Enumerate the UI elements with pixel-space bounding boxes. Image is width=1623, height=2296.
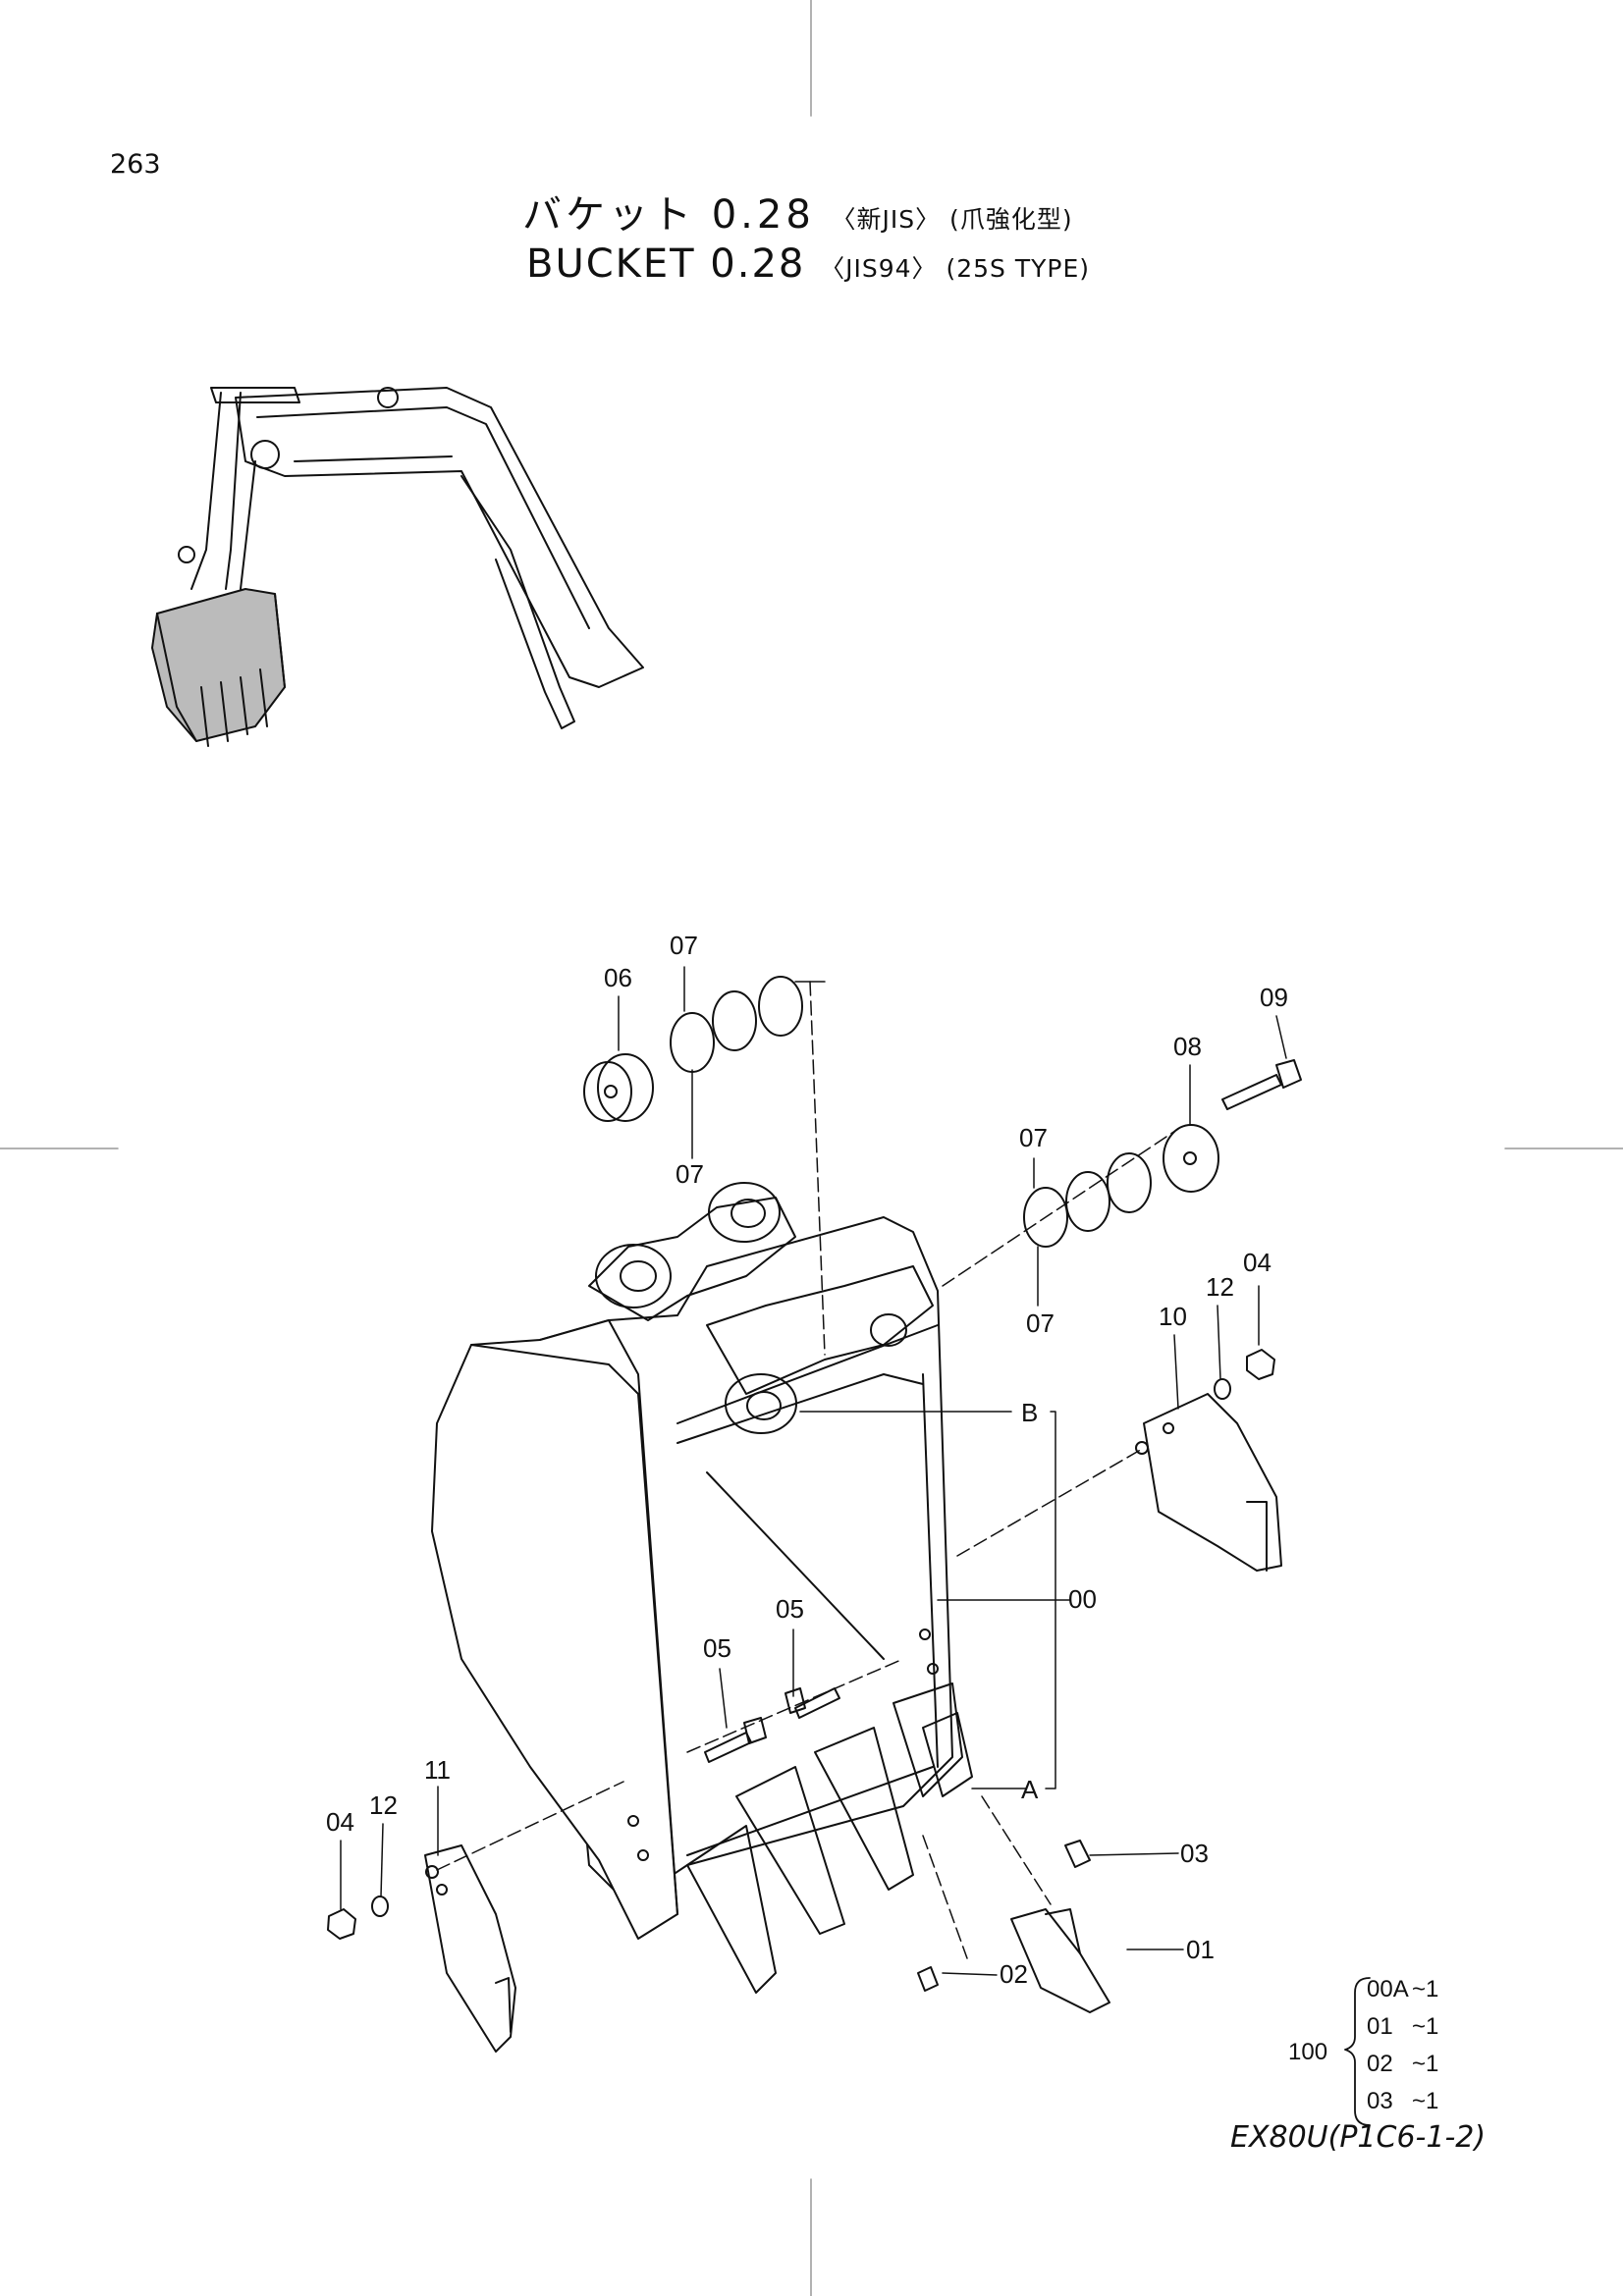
- part-01-tooth: [1010, 1908, 1110, 2013]
- document-code: EX80U(P1C6-1-2): [1230, 2120, 1487, 2155]
- part-05-bolt-left: [704, 1717, 767, 1763]
- callout-08: 08: [1173, 1032, 1202, 1061]
- quantity-item: 02: [1367, 2051, 1393, 2077]
- title-en-sub: 〈JIS94〉 (25S TYPE): [820, 254, 1091, 283]
- quantity-row: 03 ~1: [1367, 2088, 1438, 2114]
- title-japanese: バケット 0.28 〈新JIS〉 (爪強化型): [522, 183, 1073, 240]
- quantity-table: 100 00A ~1 01 ~1 02 ~1 03 ~1: [1288, 1976, 1438, 2114]
- callout-03: 03: [1180, 1839, 1209, 1868]
- callout-labels: 00 01 02 03 04 04 05 05 06 07 07 07 07 0…: [326, 931, 1288, 1989]
- callout-04-right: 04: [1243, 1248, 1271, 1277]
- part-07-shims-left: [670, 976, 803, 1073]
- callout-B: B: [1021, 1398, 1038, 1427]
- quantity-value: ~1: [1412, 2051, 1438, 2077]
- callout-11: 11: [424, 1755, 451, 1785]
- callout-04-left: 04: [326, 1807, 354, 1837]
- quantity-item: 01: [1367, 2013, 1393, 2040]
- callout-12-right: 12: [1206, 1272, 1234, 1302]
- part-09-bolt: [1221, 1059, 1302, 1110]
- callout-07-upper-right: 07: [1019, 1123, 1048, 1152]
- part-11-side-cutter: [424, 1844, 516, 2053]
- part-12-washer-left: [371, 1896, 389, 1917]
- part-10-side-cutter: [1135, 1393, 1282, 1572]
- title-en-main: BUCKET 0.28: [526, 241, 806, 287]
- part-08-plate: [1163, 1124, 1219, 1193]
- callout-A: A: [1021, 1775, 1039, 1804]
- callout-00: 00: [1068, 1584, 1097, 1614]
- part-02-pin: [917, 1966, 939, 1992]
- part-04-nut-right: [1246, 1349, 1275, 1380]
- quantity-value: ~1: [1412, 2088, 1438, 2114]
- callout-07-lower-right: 07: [1026, 1308, 1055, 1338]
- callout-01: 01: [1186, 1935, 1215, 1964]
- title-jp-sub: 〈新JIS〉 (爪強化型): [831, 205, 1073, 234]
- page-number: 263: [110, 149, 161, 180]
- quantity-row: 01 ~1: [1367, 2013, 1438, 2040]
- callout-05-right: 05: [776, 1594, 804, 1624]
- callout-05-left: 05: [703, 1633, 731, 1663]
- quantity-brace: [1344, 1977, 1371, 2126]
- part-07-shims-right: [1023, 1152, 1152, 1248]
- excavator-arm-overview: [151, 387, 644, 747]
- quantity-item: 00A: [1367, 1976, 1409, 2002]
- quantity-row: 02 ~1: [1367, 2051, 1438, 2077]
- quantity-group: 100: [1288, 2039, 1327, 2065]
- callout-07-top: 07: [670, 931, 698, 960]
- bucket-body: [431, 1182, 973, 1994]
- leader-lines: [340, 966, 1287, 1976]
- part-12-washer-right: [1214, 1378, 1231, 1400]
- callout-06: 06: [604, 963, 632, 992]
- quantity-value: ~1: [1412, 2013, 1438, 2040]
- callout-07-lower-left: 07: [676, 1159, 704, 1189]
- part-04-nut-left: [327, 1908, 356, 1940]
- quantity-item: 03: [1367, 2088, 1393, 2114]
- callout-12-left: 12: [369, 1790, 398, 1820]
- callout-09: 09: [1260, 983, 1288, 1012]
- quantity-value: ~1: [1412, 1976, 1438, 2002]
- title-jp-main: バケット 0.28: [522, 192, 815, 238]
- part-03-lock: [1064, 1840, 1091, 1868]
- callout-10: 10: [1159, 1302, 1187, 1331]
- part-06-plate: [583, 1053, 654, 1122]
- quantity-row: 00A ~1: [1367, 1976, 1438, 2002]
- callout-02: 02: [1000, 1959, 1028, 1989]
- title-english: BUCKET 0.28 〈JIS94〉 (25S TYPE): [526, 241, 1090, 287]
